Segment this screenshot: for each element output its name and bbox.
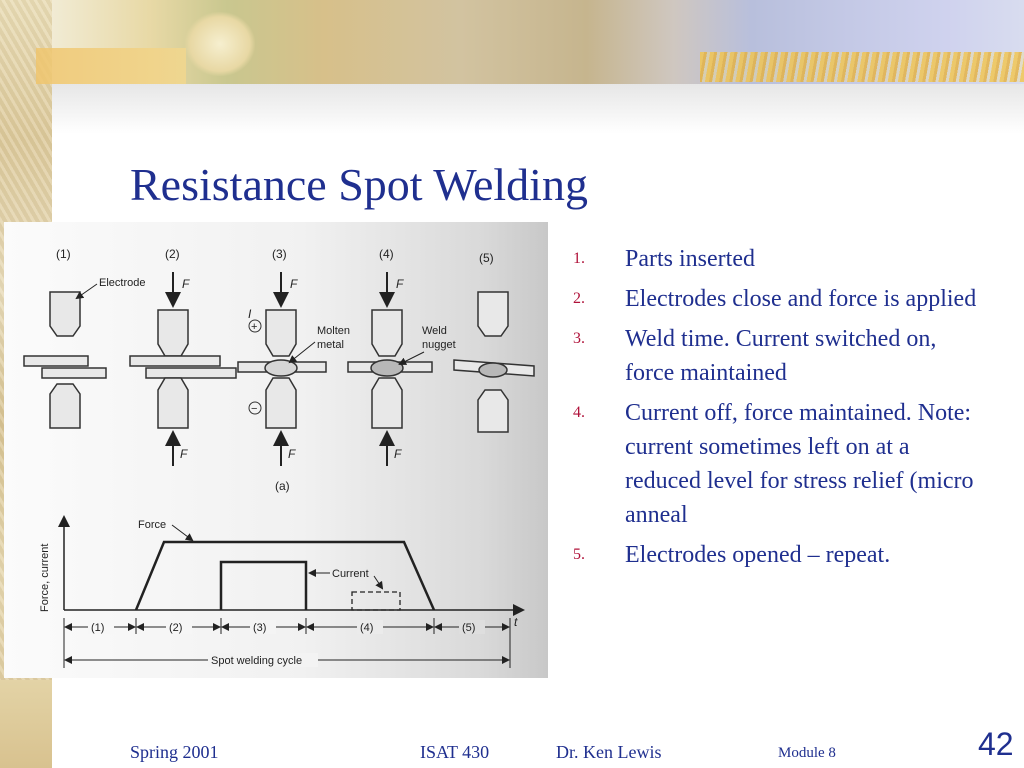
list-number: 4. — [573, 404, 585, 421]
weld-nugget-4 — [370, 359, 404, 377]
current-curve — [219, 560, 308, 610]
step-label-5: (5) — [479, 251, 494, 265]
seg-bg-1 — [88, 620, 114, 634]
decorative-top-shadow — [52, 84, 1024, 134]
segment-dimension-lines — [63, 618, 511, 668]
weld-label-line1: Weld — [422, 325, 447, 337]
force-label-3-bottom: F — [288, 447, 296, 461]
diagram-caption: (a) — [275, 479, 290, 493]
force-curve — [134, 540, 436, 611]
list-number: 3. — [573, 330, 585, 347]
electrode-label: Electrode — [99, 277, 145, 289]
list-item: 1. Parts inserted — [573, 242, 983, 276]
footer-course: ISAT 430 — [420, 742, 490, 762]
seg-bg-2 — [166, 620, 192, 634]
list-number: 1. — [573, 250, 585, 267]
t-axis-label: t — [514, 615, 518, 629]
molten-label-line1: Molten — [317, 325, 350, 337]
process-steps-list: 1. Parts inserted 2. Electrodes close and … — [573, 242, 983, 578]
list-text: Electrodes close and force is applied — [625, 286, 977, 312]
weld-leader — [398, 351, 425, 365]
decorative-gold-grass — [700, 52, 1024, 82]
y-axis-label: Force, current — [39, 544, 51, 612]
step-label-1: (1) — [56, 247, 71, 261]
reduced-current-dashed — [351, 591, 401, 611]
cycle-bg — [208, 653, 318, 667]
list-text: Electrodes opened – repeat. — [625, 542, 891, 568]
segment-label-1: (1) — [91, 622, 104, 634]
current-leader-2 — [373, 575, 384, 590]
step-1-electrodes — [23, 291, 107, 429]
force-current-graph: Force, current t Force Current — [39, 515, 525, 668]
seg-bg-5 — [459, 620, 485, 634]
step-label-4: (4) — [379, 247, 394, 261]
footer-module: Module 8 — [778, 745, 836, 761]
spot-welding-cycle-label: Spot welding cycle — [211, 655, 302, 667]
current-curve-label: Current — [332, 568, 369, 580]
segment-label-3: (3) — [253, 622, 266, 634]
spot-welding-diagram: (1) (2) (3) (4) (5) Electrode F F — [23, 247, 535, 668]
molten-leader — [288, 341, 316, 364]
electrode-leader — [75, 283, 98, 300]
plus-symbol: + — [251, 321, 257, 333]
list-text: Weld time. Current switched on, force ma… — [625, 326, 937, 386]
list-text: Current off, force maintained. Note: cur… — [625, 400, 974, 528]
spot-welding-figure: (1) (2) (3) (4) (5) Electrode F F — [4, 222, 548, 678]
force-leader — [171, 524, 194, 542]
footer-term: Spring 2001 — [130, 742, 219, 762]
molten-metal-pool — [264, 359, 298, 377]
force-label-3-top: F — [290, 277, 298, 291]
force-label-2-top: F — [182, 277, 190, 291]
segment-label-2: (2) — [169, 622, 182, 634]
minus-symbol: − — [251, 403, 257, 415]
step-label-2: (2) — [165, 247, 180, 261]
list-text: Parts inserted — [625, 246, 755, 272]
molten-label-line2: metal — [317, 339, 344, 351]
force-label-4-bottom: F — [394, 447, 402, 461]
step-5-electrodes — [453, 291, 535, 433]
list-number: 2. — [573, 290, 585, 307]
minus-terminal-icon — [248, 401, 262, 415]
seg-bg-3 — [250, 620, 276, 634]
segment-label-4: (4) — [360, 622, 373, 634]
weld-label-line2: nugget — [422, 339, 456, 351]
slide-title: Resistance Spot Welding — [130, 159, 588, 210]
current-label: I — [248, 307, 252, 321]
list-item: 5. Electrodes opened – repeat. — [573, 538, 983, 572]
step-2-electrodes — [129, 309, 237, 429]
weld-nugget-5 — [478, 362, 508, 378]
list-item: 2. Electrodes close and force is applied — [573, 282, 983, 316]
list-number: 5. — [573, 546, 585, 563]
footer-author: Dr. Ken Lewis — [556, 742, 662, 762]
page-number: 42 — [978, 726, 1014, 762]
force-label-2-bottom: F — [180, 447, 188, 461]
segment-label-5: (5) — [462, 622, 475, 634]
force-label-4-top: F — [396, 277, 404, 291]
seg-bg-4 — [357, 620, 383, 634]
decorative-top-band — [36, 48, 186, 84]
list-item: 3. Weld time. Current switched on, force … — [573, 322, 983, 390]
plus-terminal-icon — [248, 319, 262, 333]
step-label-3: (3) — [272, 247, 287, 261]
decorative-bottom-left — [0, 680, 52, 768]
decorative-leaf — [185, 12, 255, 76]
force-curve-label: Force — [138, 519, 166, 531]
list-item: 4. Current off, force maintained. Note: c… — [573, 396, 983, 532]
